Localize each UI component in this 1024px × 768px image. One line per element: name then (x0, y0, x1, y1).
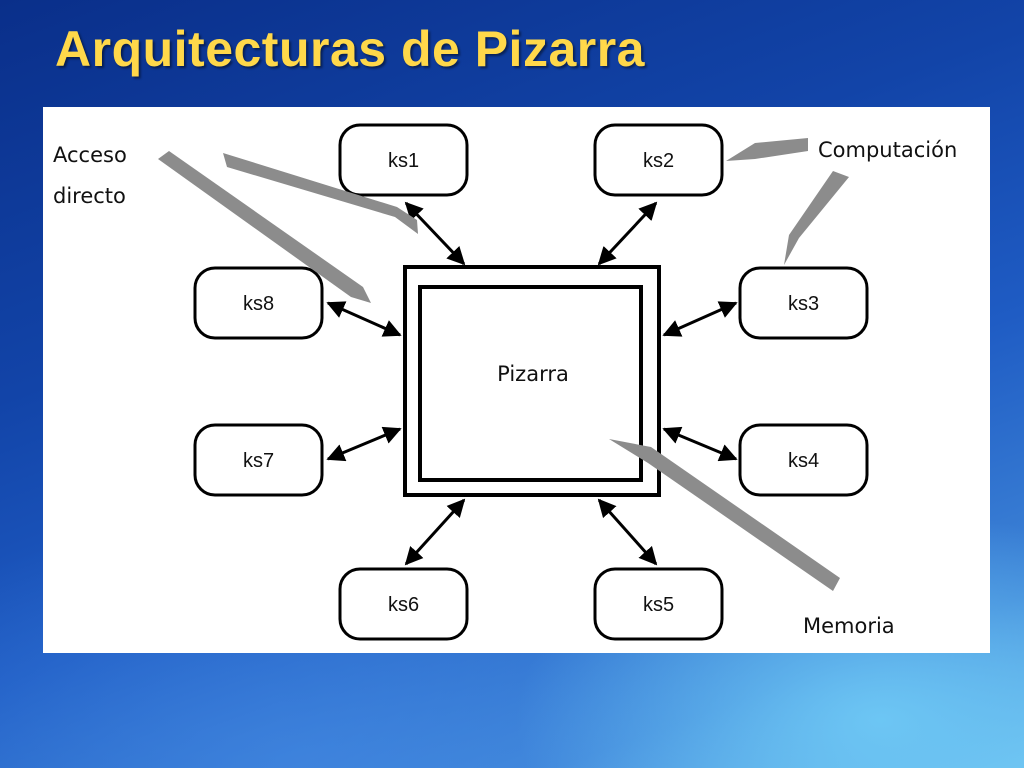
computation-label: Computación (818, 138, 957, 162)
ks1-label: ks1 (388, 150, 419, 172)
knowledge-source-ks8: ks8 (193, 266, 324, 340)
knowledge-source-ks6: ks6 (338, 567, 469, 641)
connector-ks4 (662, 426, 738, 462)
knowledge-source-ks4: ks4 (738, 423, 869, 497)
connector-ks1 (404, 201, 466, 266)
diagram-panel: Pizarra ks1 ks2 ks3 ks4 ks5 ks6 ks7 (43, 107, 990, 653)
access-label-line1: Acceso (53, 143, 127, 167)
memory-label: Memoria (803, 614, 895, 638)
ks6-label: ks6 (388, 594, 419, 616)
blackboard-label: Pizarra (497, 362, 569, 386)
blackboard-inner-frame (418, 285, 643, 482)
memory-pointer-arrow (609, 439, 840, 591)
connector-ks3 (662, 301, 738, 337)
blackboard-diagram: Pizarra ks1 ks2 ks3 ks4 ks5 ks6 ks7 (53, 123, 957, 641)
ks5-label: ks5 (643, 594, 674, 616)
access-pointer-arrow-1 (158, 151, 371, 303)
knowledge-source-ks3: ks3 (738, 266, 869, 340)
knowledge-source-ks1: ks1 (338, 123, 469, 197)
ks3-label: ks3 (788, 293, 819, 315)
ks4-label: ks4 (788, 450, 819, 472)
knowledge-source-ks2: ks2 (593, 123, 724, 197)
computation-pointer-arrow-1 (726, 138, 808, 161)
connector-ks5 (597, 498, 658, 566)
ks7-label: ks7 (243, 450, 274, 472)
connector-ks7 (326, 426, 402, 462)
connector-ks6 (404, 498, 466, 566)
slide-title: Arquitecturas de Pizarra (55, 21, 645, 77)
access-label-line2: directo (53, 184, 126, 208)
computation-pointer-arrow-2 (784, 171, 849, 265)
access-pointer-arrow-2 (223, 153, 418, 234)
connector-ks2 (597, 201, 658, 266)
knowledge-source-ks7: ks7 (193, 423, 324, 497)
connector-ks8 (326, 301, 402, 337)
ks8-label: ks8 (243, 293, 274, 315)
knowledge-source-ks5: ks5 (593, 567, 724, 641)
ks2-label: ks2 (643, 150, 674, 172)
